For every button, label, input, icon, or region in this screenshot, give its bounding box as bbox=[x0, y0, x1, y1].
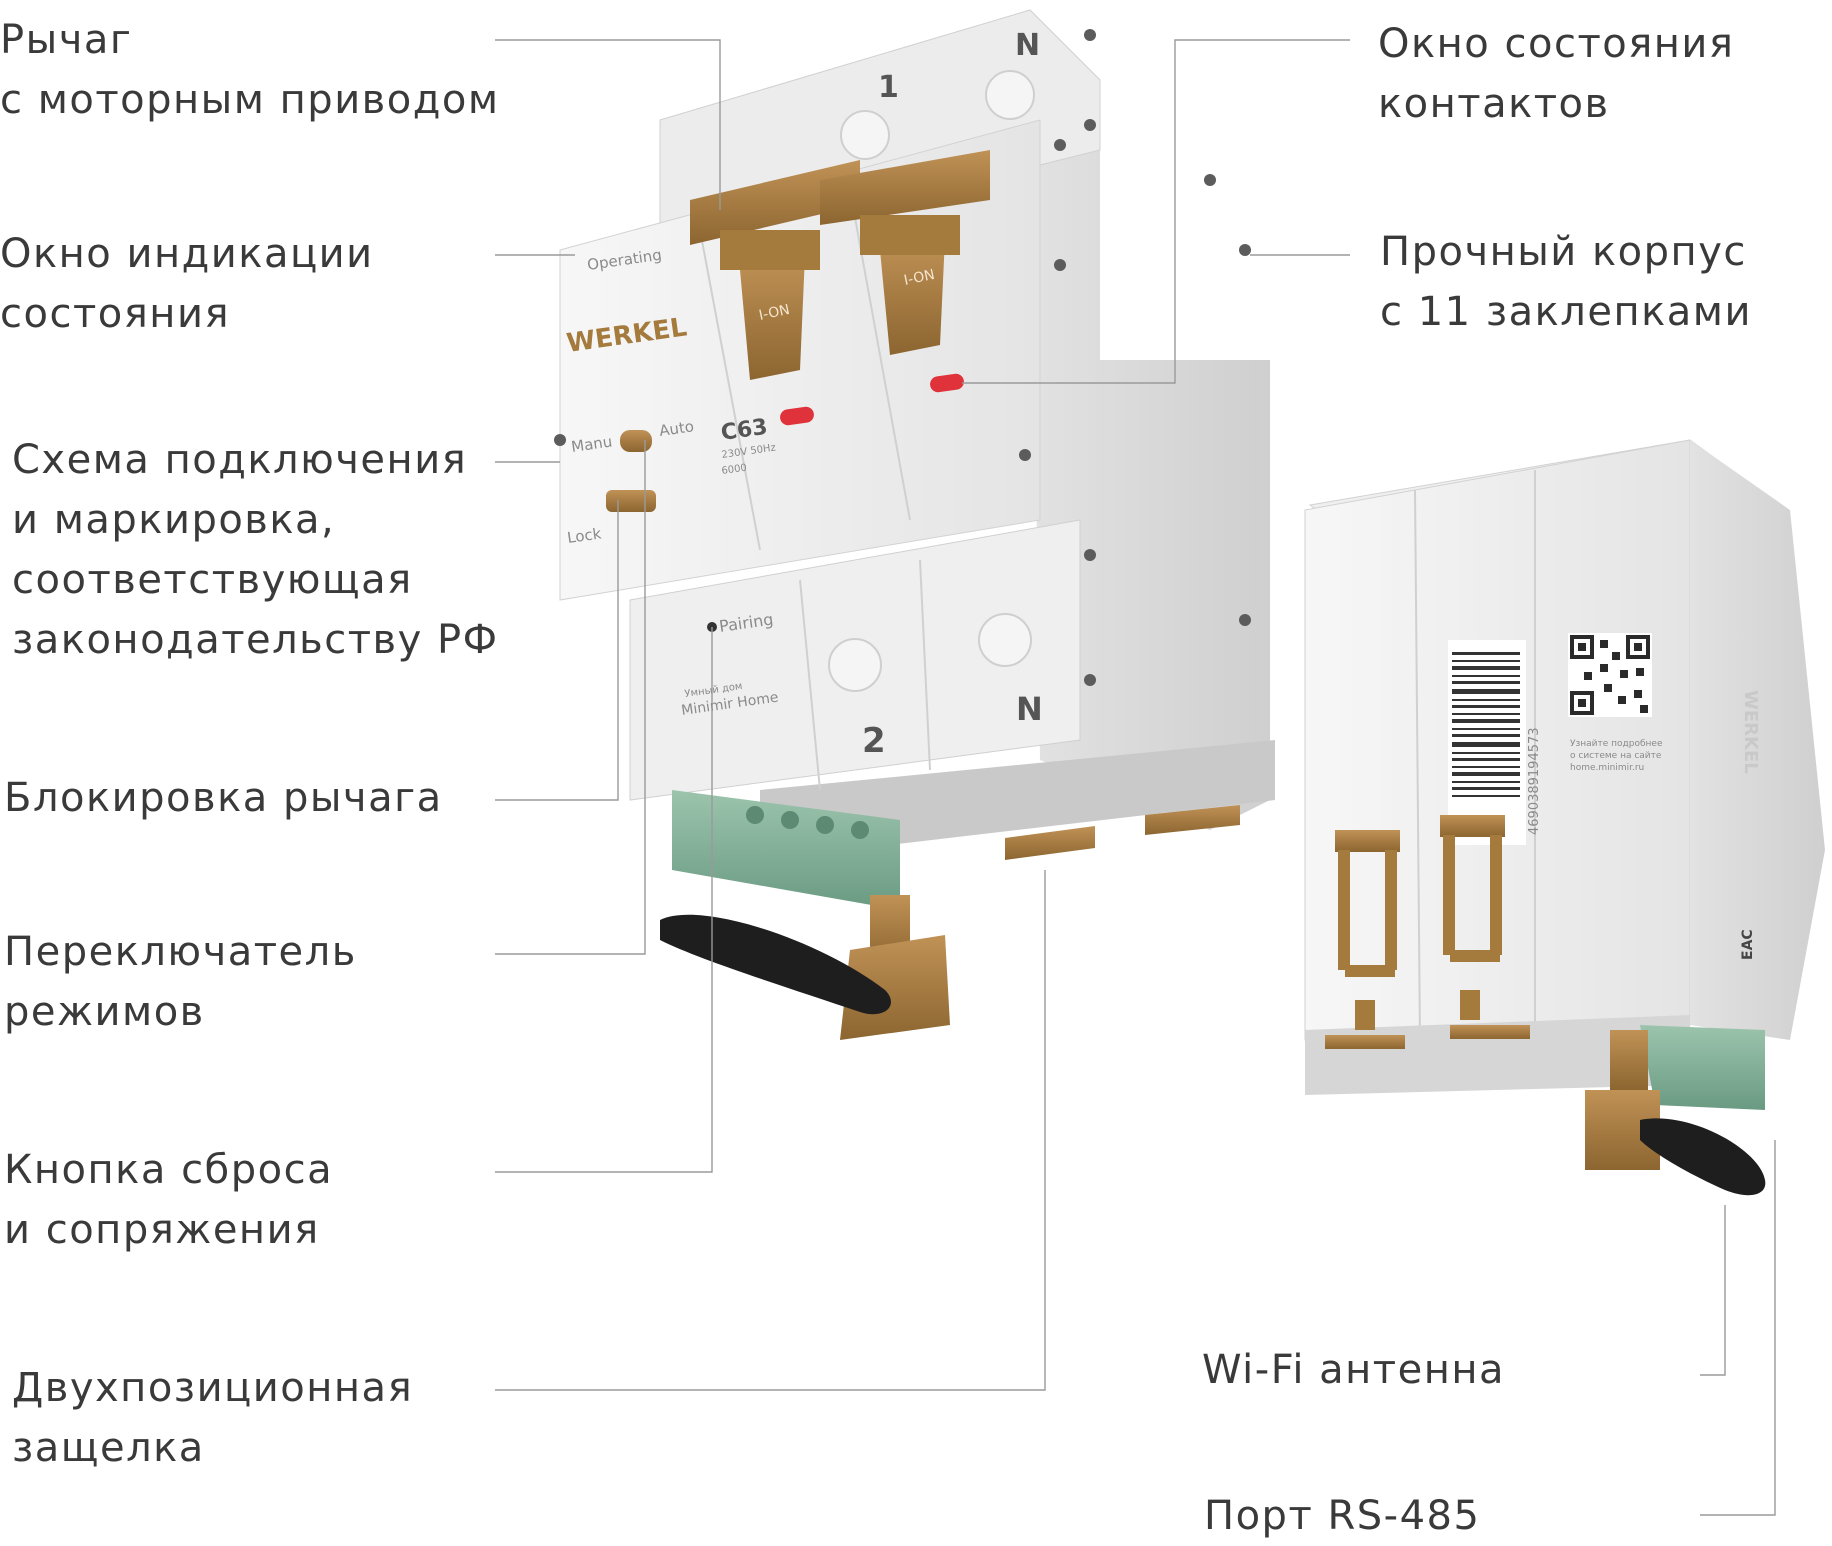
callout-housing-line-2: с 11 заклепками bbox=[1380, 289, 1752, 335]
lever-lock-slider bbox=[606, 490, 656, 512]
terminal-label-2: 2 bbox=[862, 721, 886, 761]
back-latch-right bbox=[1440, 815, 1530, 1039]
barcode-number: 4690389194573 bbox=[1527, 727, 1542, 835]
terminal-label-1: 1 bbox=[878, 70, 899, 105]
front-device bbox=[554, 9, 1275, 1040]
lever-left bbox=[690, 160, 860, 380]
antenna-front bbox=[660, 895, 950, 1040]
contacts-indicator-left bbox=[780, 406, 814, 426]
callout-wiring-diagram-line-2: и маркировка, bbox=[12, 497, 336, 543]
top-terminal-screw-1 bbox=[840, 110, 890, 160]
rs485-terminal-block bbox=[672, 790, 900, 910]
side-brand-label: WERKEL bbox=[1740, 690, 1761, 774]
bottom-terminal-screw-2 bbox=[828, 638, 882, 692]
leader-lines bbox=[495, 39, 1776, 1516]
qr-caption-3: home.minimir.ru bbox=[1570, 763, 1644, 773]
qr-caption-1: Узнайте подробнее bbox=[1570, 739, 1663, 749]
leader-antenna bbox=[1700, 1205, 1726, 1376]
back-device-side bbox=[1690, 440, 1825, 1040]
cert-mark: EAC bbox=[1740, 929, 1756, 960]
callout-status-window-line-1: Окно индикации bbox=[0, 231, 374, 277]
contacts-indicator-right bbox=[930, 373, 964, 393]
front-device-side bbox=[1030, 40, 1270, 830]
callout-wiring-diagram-line-1: Схема подключения bbox=[12, 437, 468, 483]
lock-label: Lock bbox=[566, 524, 603, 547]
barcode bbox=[1448, 640, 1526, 845]
callout-mode-switch: Переключатель режимов bbox=[4, 922, 357, 1042]
callout-latch-line-2: защелка bbox=[12, 1425, 205, 1471]
callout-antenna: Wi-Fi антенна bbox=[1202, 1340, 1505, 1400]
leader-mode-switch bbox=[495, 440, 646, 955]
callout-lever-line-1: Рычаг bbox=[0, 17, 133, 63]
manu-label: Manu bbox=[570, 432, 613, 456]
leader-rs485 bbox=[1700, 1140, 1776, 1516]
back-device-printing: 4690389194573 Узнайте подробнее о систем… bbox=[1527, 690, 1761, 960]
leader-contacts-window bbox=[962, 39, 1350, 384]
housing-rivets bbox=[554, 29, 1251, 686]
capacity-label: 6000 bbox=[721, 463, 748, 477]
terminal-label-n-top: N bbox=[1015, 28, 1040, 63]
callout-rs485-line-1: Порт RS-485 bbox=[1204, 1493, 1481, 1539]
auto-label: Auto bbox=[658, 417, 695, 440]
callout-lever-lock: Блокировка рычага bbox=[4, 768, 443, 828]
callout-latch-line-1: Двухпозиционная bbox=[12, 1365, 414, 1411]
callout-mode-switch-line-2: режимов bbox=[4, 989, 205, 1035]
leader-reset-button bbox=[495, 627, 713, 1173]
latch-tab-left bbox=[1005, 826, 1095, 860]
leader-latch bbox=[495, 870, 1046, 1391]
callout-reset-button-line-1: Кнопка сброса bbox=[4, 1147, 334, 1193]
leader-lever bbox=[495, 39, 721, 210]
back-device bbox=[1304, 439, 1825, 1196]
top-terminal-screw-n bbox=[985, 70, 1035, 120]
lever-right bbox=[820, 150, 990, 355]
callout-status-window: Окно индикации состояния bbox=[0, 224, 374, 344]
callout-mode-switch-line-1: Переключатель bbox=[4, 929, 357, 975]
qr-caption-2: о системе на сайте bbox=[1570, 751, 1662, 761]
callout-lever-line-2: с моторным приводом bbox=[0, 77, 500, 123]
qr-code bbox=[1568, 633, 1652, 717]
callout-housing-line-1: Прочный корпус bbox=[1380, 229, 1747, 275]
ion-label-right: I-ON bbox=[903, 267, 937, 289]
back-rs485-terminal bbox=[1640, 1025, 1765, 1110]
terminal-label-n-bottom: N bbox=[1016, 690, 1043, 728]
callout-contacts-window: Окно состояния контактов bbox=[1378, 14, 1735, 134]
callout-latch: Двухпозиционная защелка bbox=[12, 1358, 413, 1478]
callout-antenna-line-1: Wi-Fi антенна bbox=[1202, 1347, 1506, 1393]
leader-lever-lock bbox=[495, 500, 619, 801]
callout-housing: Прочный корпус с 11 заклепками bbox=[1380, 222, 1752, 342]
callout-lever-lock-line-1: Блокировка рычага bbox=[4, 775, 443, 821]
callout-contacts-window-line-2: контактов bbox=[1378, 81, 1610, 127]
bottom-terminal-screw-n bbox=[978, 613, 1032, 667]
callout-lever: Рычаг с моторным приводом bbox=[0, 10, 500, 130]
callout-contacts-window-line-1: Окно состояния bbox=[1378, 21, 1735, 67]
callout-reset-button: Кнопка сброса и сопряжения bbox=[4, 1140, 333, 1260]
back-latch-left bbox=[1325, 830, 1405, 1049]
mode-switch-knob bbox=[620, 430, 652, 452]
callout-reset-button-line-2: и сопряжения bbox=[4, 1207, 320, 1253]
callout-wiring-diagram-line-4: законодательству РФ bbox=[12, 617, 499, 663]
callout-status-window-line-2: состояния bbox=[0, 291, 231, 337]
ion-label-left: I-ON bbox=[758, 302, 792, 324]
callout-wiring-diagram-line-3: соответствующая bbox=[12, 557, 413, 603]
latch-tab-right bbox=[1145, 805, 1240, 835]
callout-rs485: Порт RS-485 bbox=[1204, 1486, 1480, 1546]
callout-wiring-diagram: Схема подключения и маркировка, соответс… bbox=[12, 430, 499, 670]
antenna-back bbox=[1585, 1030, 1766, 1196]
